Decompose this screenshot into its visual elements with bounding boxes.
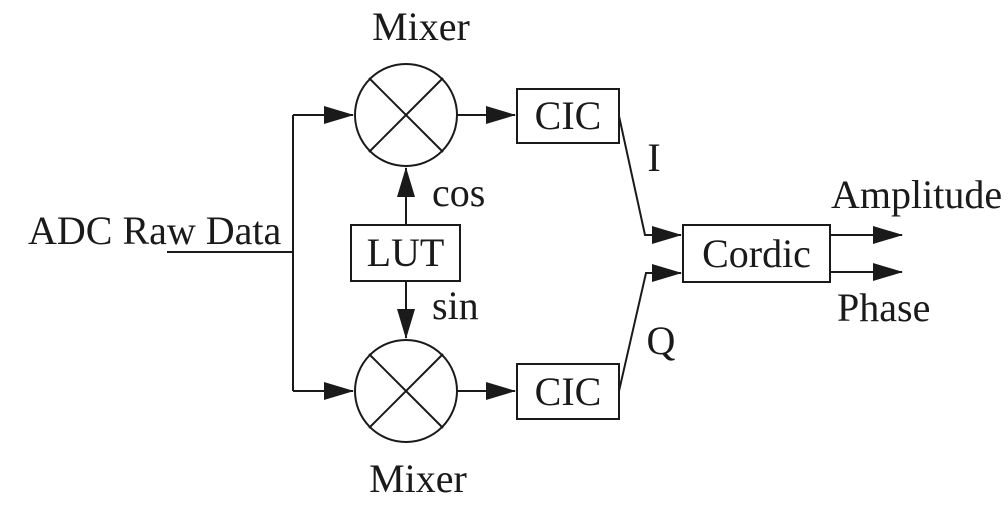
adc-raw-data-label: ADC Raw Data <box>28 208 282 253</box>
lut-block-label: LUT <box>366 230 445 275</box>
arrow-q-to-cordic <box>618 264 682 392</box>
input-bus-line <box>167 115 294 391</box>
mixer-top-symbol <box>354 63 458 167</box>
cic-block-i-label: CIC <box>534 93 602 138</box>
mixer-bottom-label: Mixer <box>369 456 467 501</box>
amplitude-output-label: Amplitude <box>831 172 1003 217</box>
q-signal-label: Q <box>646 318 676 363</box>
cic-block-q-label: CIC <box>534 368 602 414</box>
mixer-bottom-symbol <box>354 339 458 443</box>
cos-signal-label: cos <box>432 170 486 215</box>
lut-block: LUT <box>350 224 461 282</box>
i-signal-label: I <box>647 135 661 180</box>
cordic-block: Cordic <box>682 224 831 283</box>
mixer-top-label: Mixer <box>372 4 470 49</box>
arrow-i-to-cordic <box>618 115 682 244</box>
cic-block-q: CIC <box>516 363 620 420</box>
cic-block-i: CIC <box>516 88 620 144</box>
sin-signal-label: sin <box>432 283 479 328</box>
cordic-block-label: Cordic <box>702 230 811 276</box>
phase-output-label: Phase <box>837 285 931 330</box>
